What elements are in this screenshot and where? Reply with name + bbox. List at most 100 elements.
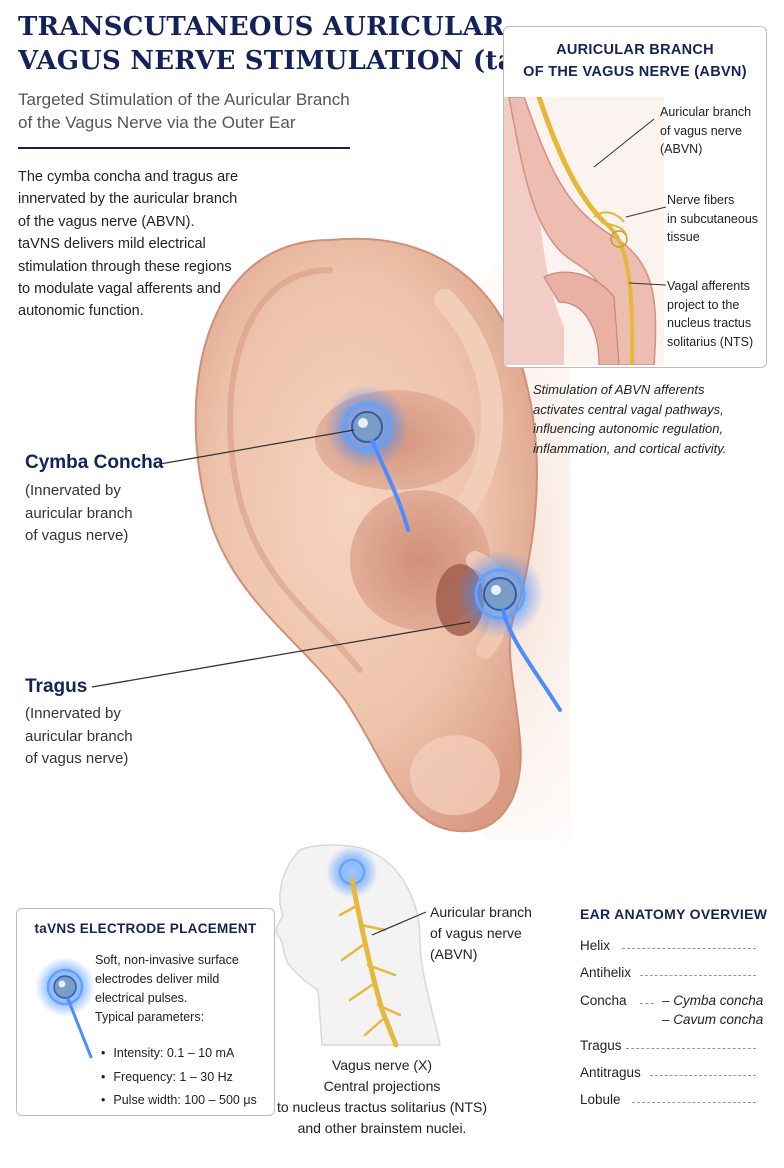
ear-glow [326,846,378,898]
electrode-placement-panel: taVNS ELECTRODE PLACEMENT Soft, non-inva… [16,908,275,1116]
ear-illustration [194,230,570,840]
callout-line: tissue [667,230,700,244]
intro-line: The cymba concha and tragus are [18,169,239,185]
abvn-title-line-2: OF THE VAGUS NERVE (ABVN) [523,64,747,80]
subtitle-line-2: of the Vagus Nerve via the Outer Ear [18,113,296,132]
intro-line: of the vagus nerve (ABVN). [18,213,195,230]
tragus-label: Tragus [25,676,88,697]
dotted-leader [632,1102,756,1103]
intro-line: taVNS delivers mild electrical [18,236,206,253]
subtitle-line-1: Targeted Stimulation of the Auricular Br… [18,90,350,109]
cymba-desc-line: of vagus nerve) [25,527,129,544]
concha-subpart: – Cavum concha [662,1012,764,1027]
anatomy-label: Concha [580,993,627,1008]
tragus-desc-line: auricular branch [25,727,133,745]
placement-title: taVNS ELECTRODE PLACEMENT [34,921,257,936]
cymba-leader-line [159,429,355,465]
intro-line: innervated by the auricular branch [18,191,238,208]
intro-line: autonomic function. [18,303,144,320]
dotted-leader [640,975,756,976]
anatomy-label: Antihelix [580,965,632,980]
caption-line: Central projections [323,1078,441,1094]
nerve-fibers-callout: Nerve fibers in subcutaneous tissue [667,191,758,247]
note-line: influencing autonomic regulation, [533,421,724,436]
anatomy-label: Lobule [580,1092,621,1107]
stimulation-note: Stimulation of ABVN afferents activates … [533,380,773,458]
callout-line: in subcutaneous [667,211,759,226]
abvn-title-line-1: AURICULAR BRANCH [556,42,714,58]
callout-line: project to the [667,297,740,312]
note-line: activates central vagal pathways, [533,401,724,417]
caption-line: to nucleus tractus solitarius (NTS) [276,1099,488,1115]
dotted-leader [622,948,756,949]
tragus-leader-line [91,621,471,688]
callout-line: Nerve fibers [667,193,735,207]
tragus-desc: (Innervated by auricular branch of vagus… [25,703,133,771]
abvn-cross-section [504,97,664,365]
vagus-nerve-caption: Vagus nerve (X) Central projections to n… [262,1055,502,1139]
concha-subpart: – Cymba concha [662,993,764,1008]
caption-line: Vagus nerve (X) [331,1057,433,1073]
nerve-icon [338,877,402,1048]
title-divider [18,147,350,149]
desc-line: electrical pulses. [95,991,188,1005]
anatomy-overview-title: EAR ANATOMY OVERVIEW [580,906,768,922]
desc-line: electrodes deliver mild [95,972,220,986]
note-line: inflammation, and cortical activity. [533,440,727,456]
caption-line: and other brainstem nuclei. [297,1120,467,1136]
callout-line: (ABVN) [430,946,478,962]
abvn-callout-lines [593,118,667,286]
neck-leader-line [371,911,427,936]
anatomy-label: Helix [580,938,611,953]
callout-line: nucleus tractus [667,316,752,330]
anatomy-label: Antitragus [580,1065,641,1080]
dotted-leader [650,1075,756,1076]
cymba-concha-label: Cymba Concha [25,452,164,473]
cymba-desc-line: (Innervated by [25,482,121,499]
desc-line: Soft, non-invasive surface [95,953,239,967]
dotted-leader [640,1003,654,1004]
electrode-icon [325,385,410,532]
anatomy-item: Concha [580,993,756,1013]
callout-line: of vagus nerve [430,925,522,941]
anatomy-item: Antihelix [580,965,756,985]
parameter-item: Pulse width: 100 – 500 μs [101,1089,271,1113]
abvn-inset-title: AURICULAR BRANCH OF THE VAGUS NERVE (ABV… [504,39,766,83]
dotted-leader [626,1048,756,1049]
title-line-1: TRANSCUTANEOUS AURICULAR [18,12,505,42]
intro-text: The cymba concha and tragus are innervat… [18,166,268,323]
electrode-icon [35,957,95,1059]
anatomy-item: Tragus [580,1038,756,1058]
note-line: Stimulation of ABVN afferents [533,382,705,397]
anatomy-label: Tragus [580,1038,622,1053]
cymba-desc-line: auricular branch [25,504,133,522]
electrode-icon [456,550,562,712]
page-subtitle: Targeted Stimulation of the Auricular Br… [18,88,358,134]
parameter-item: Intensity: 0.1 – 10 mA [101,1042,271,1066]
parameter-list: Intensity: 0.1 – 10 mA Frequency: 1 – 30… [101,1042,271,1113]
parameter-item: Frequency: 1 – 30 Hz [101,1066,271,1090]
neck-abvn-callout: Auricular branch of vagus nerve (ABVN) [430,902,532,965]
lobule [410,735,500,815]
desc-line: Typical parameters: [95,1010,205,1024]
callout-line: (ABVN) [660,142,703,156]
anatomy-item: Lobule [580,1092,756,1112]
abvn-callout: Auricular branch of vagus nerve (ABVN) [660,103,751,159]
callout-line: solitarius (NTS) [667,334,754,349]
placement-description: Soft, non-invasive surface electrodes de… [95,951,265,1027]
intro-line: stimulation through these regions [18,258,232,275]
tragus-desc-line: (Innervated by [25,705,121,722]
cymba-concha-desc: (Innervated by auricular branch of vagus… [25,480,133,548]
callout-line: Auricular branch [430,904,532,920]
anatomy-item: Helix [580,938,756,958]
tragus-desc-line: of vagus nerve) [25,750,129,767]
callout-line: Auricular branch [660,105,752,119]
head-silhouette [275,844,441,1048]
callout-line: of vagus nerve [660,123,742,138]
intro-line: to modulate vagal afferents and [18,281,221,298]
abvn-inset-panel: AURICULAR BRANCH OF THE VAGUS NERVE (ABV… [503,26,767,368]
helix-rim [227,267,363,673]
anatomy-item: Antitragus [580,1065,756,1085]
callout-line: Vagal afferents [667,279,750,293]
